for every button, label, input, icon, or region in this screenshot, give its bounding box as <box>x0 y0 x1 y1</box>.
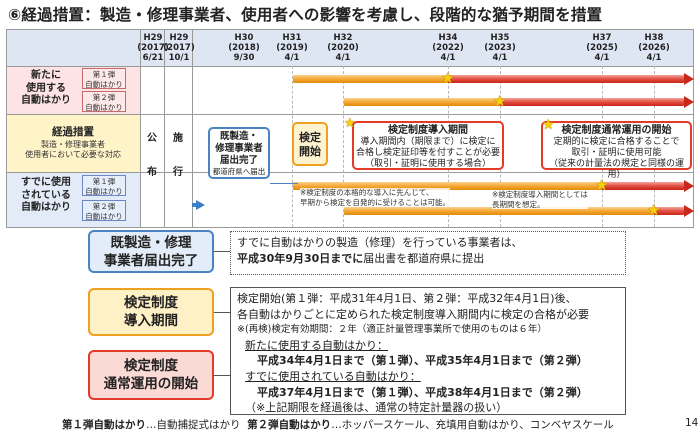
note-early-verification: ※検定制度の本格的な導入に先んじて、 早期から検定を自発的に受けることは可能。 <box>300 188 450 207</box>
header-date-h30: H30(2018)9/30 <box>228 33 260 63</box>
connector-line <box>214 312 230 313</box>
timeline-header-band <box>7 30 693 66</box>
box-existing-registered: 既製造・ 修理事業者 届出完了 都道府県へ届出 <box>208 127 270 179</box>
header-date-h29-621: H29(2017)6/21 <box>137 33 169 63</box>
star-icon: ★ <box>493 92 507 110</box>
bar-new-second-regular <box>500 98 684 106</box>
bar-new-second-intro <box>344 98 500 106</box>
footer-legend: 第１弾自動はかり…自動捕捉式はかり 第２弾自動はかり…ホッパースケール、充填用自… <box>62 419 614 431</box>
star-icon: ★ <box>595 176 609 194</box>
row-label-new-use: 新たに 使用する 自動はかり <box>21 70 71 106</box>
arrowhead-inuse-first <box>684 180 694 192</box>
row-label-transitional: 経過措置 <box>52 126 94 138</box>
subcell-inuse-second: 第２弾 自動はかり <box>82 200 126 221</box>
note-long-period: ※検定制度導入期間としては 長期間を想定。 <box>492 190 588 209</box>
subcell-new-second: 第２弾 自動はかり <box>82 91 126 112</box>
row-sublabel-transitional: 製造・修理事業者 使用者において必要な対応 <box>25 140 121 159</box>
subcell-inuse-first: 第１弾 自動はかり <box>82 175 126 196</box>
box-regular-operation: 検定制度通常運用の開始 定期的に検定に合格することで 取引・証明に使用可能 （従… <box>541 121 692 180</box>
arrowhead-inuse-second <box>684 205 694 217</box>
connector-line <box>270 183 298 184</box>
column-separator <box>192 30 193 227</box>
box-intro-period: 検定制度導入期間 導入期間内（期限まで）に検定に 合格し検定証印等を付すことが必… <box>352 121 504 170</box>
header-date-h38: H38(2026)4/1 <box>638 33 670 63</box>
bar-inuse-second-intro <box>344 207 654 215</box>
page-title: ⑥経過措置：製造・修理事業者、使用者への影響を考慮し、段階的な猶予期間を措置 <box>8 6 603 24</box>
gridline-h32 <box>343 66 344 227</box>
row-separator <box>7 172 693 173</box>
row-separator <box>7 114 693 115</box>
row-label-in-use: すでに使用 されている 自動はかり <box>20 177 72 213</box>
label-intro-period: 検定制度 導入期間 <box>88 288 214 336</box>
column-separator <box>164 30 165 227</box>
connector-line <box>214 251 230 252</box>
label-regular-operation: 検定制度 通常運用の開始 <box>88 350 214 400</box>
header-date-h37: H37(2025)4/1 <box>586 33 618 63</box>
header-date-h31: H31(2019)4/1 <box>276 33 308 63</box>
page-number: 14 <box>685 417 699 429</box>
bar-inuse-first-regular <box>602 182 684 190</box>
star-icon: ★ <box>441 69 455 87</box>
header-date-h32: H32(2020)4/1 <box>327 33 359 63</box>
header-date-h35: H35(2023)4/1 <box>484 33 516 63</box>
header-date-h29-101: H29(2017)10/1 <box>163 33 195 63</box>
star-icon: ★ <box>647 201 661 219</box>
connector-line <box>214 375 230 376</box>
label-enforcement: 施 行 <box>173 133 183 178</box>
desc-intro-and-regular: 検定開始(第１弾：平成31年4月1日、第２弾：平成32年4月1日)後、 各自動は… <box>230 287 626 415</box>
label-promulgation: 公 布 <box>147 133 157 178</box>
star-icon: ★ <box>344 116 356 131</box>
header-date-h34: H34(2022)4/1 <box>432 33 464 63</box>
bar-inuse-first-intro <box>293 182 602 190</box>
bar-new-first-intro <box>293 75 448 83</box>
bar-inuse-second-regular <box>654 207 684 215</box>
desc-existing-registered: すでに自動はかりの製造（修理）を行っている事業者は、 平成30年9月30日までに… <box>230 231 626 275</box>
bar-new-first-regular <box>448 75 684 83</box>
label-existing-registered: 既製造・修理 事業者届出完了 <box>88 230 214 273</box>
subcell-new-first: 第１弾 自動はかり <box>82 68 126 89</box>
star-icon: ★ <box>542 117 555 133</box>
arrowhead-new-first <box>684 73 694 85</box>
row-band-transitional <box>7 114 140 172</box>
arrowhead-new-second <box>684 96 694 108</box>
blue-arrow-shaft <box>192 203 202 207</box>
box-kentei-start: 検定 開始 <box>292 122 328 166</box>
column-separator <box>140 30 141 227</box>
row-separator <box>7 66 693 67</box>
